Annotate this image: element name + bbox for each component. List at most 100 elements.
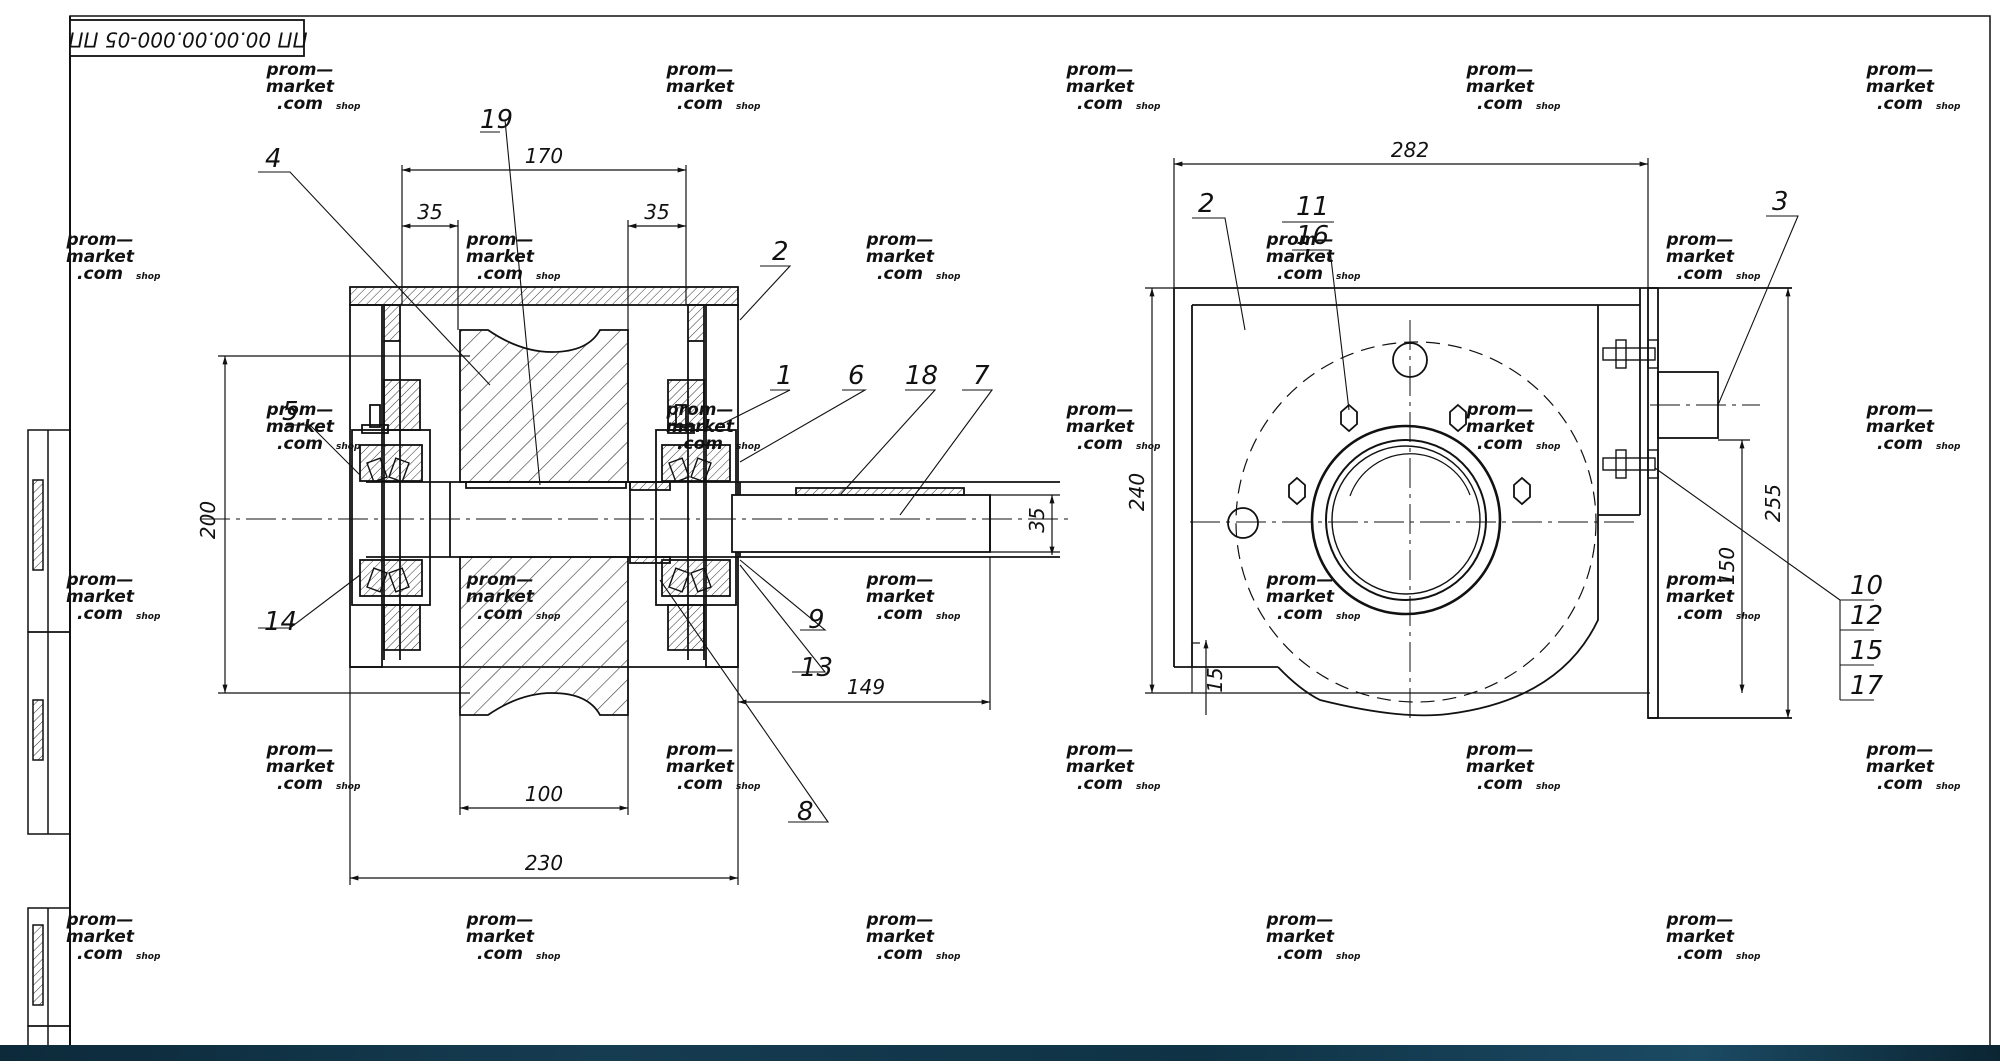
- callout-7: 7: [973, 361, 990, 391]
- callout-15: 15: [1850, 636, 1883, 666]
- svg-text:market: market: [866, 587, 935, 607]
- svg-text:shop: shop: [1936, 102, 1961, 112]
- svg-text:.com: .com: [677, 94, 723, 114]
- svg-text:market: market: [866, 247, 935, 267]
- svg-text:.com: .com: [1277, 944, 1323, 964]
- svg-text:market: market: [1066, 757, 1135, 777]
- callout-1: 1: [776, 361, 793, 391]
- svg-text:market: market: [66, 247, 135, 267]
- svg-text:market: market: [1866, 757, 1935, 777]
- callout-13: 13: [800, 653, 833, 683]
- callout-14: 14: [264, 607, 297, 637]
- svg-text:market: market: [1866, 417, 1935, 437]
- dim-282: 282: [1391, 138, 1429, 162]
- svg-text:.com: .com: [1877, 774, 1923, 794]
- svg-text:shop: shop: [1736, 272, 1761, 282]
- svg-text:.com: .com: [77, 264, 123, 284]
- svg-text:.com: .com: [877, 944, 923, 964]
- svg-text:market: market: [1466, 77, 1535, 97]
- svg-text:.com: .com: [277, 774, 323, 794]
- svg-text:.com: .com: [477, 944, 523, 964]
- svg-text:market: market: [666, 77, 735, 97]
- callout-19: 19: [480, 105, 513, 135]
- dim-149: 149: [847, 675, 885, 699]
- svg-text:shop: shop: [336, 102, 361, 112]
- svg-text:.com: .com: [1077, 774, 1123, 794]
- svg-text:.com: .com: [1477, 434, 1523, 454]
- watermark: prom—market.com shop: [666, 60, 761, 114]
- svg-text:.com: .com: [1077, 434, 1123, 454]
- svg-text:shop: shop: [1136, 442, 1161, 452]
- svg-text:prom—: prom—: [666, 740, 734, 760]
- svg-text:.com: .com: [1877, 94, 1923, 114]
- svg-text:prom—: prom—: [1466, 740, 1534, 760]
- svg-text:.com: .com: [1277, 264, 1323, 284]
- svg-text:shop: shop: [1736, 612, 1761, 622]
- svg-text:shop: shop: [936, 612, 961, 622]
- callout-17: 17: [1850, 671, 1884, 701]
- callout-6: 6: [848, 361, 865, 391]
- svg-text:.com: .com: [1677, 264, 1723, 284]
- dim-100: 100: [525, 782, 563, 806]
- dim-255: 255: [1761, 484, 1785, 522]
- dim-35-right: 35: [644, 200, 669, 224]
- svg-text:market: market: [466, 927, 535, 947]
- callout-3: 3: [1772, 187, 1789, 217]
- svg-text:prom—: prom—: [66, 910, 134, 930]
- svg-text:market: market: [666, 757, 735, 777]
- svg-text:.com: .com: [1877, 434, 1923, 454]
- svg-text:prom—: prom—: [1666, 910, 1734, 930]
- svg-text:prom—: prom—: [1466, 60, 1534, 80]
- svg-text:prom—: prom—: [1666, 570, 1734, 590]
- svg-text:prom—: prom—: [666, 60, 734, 80]
- svg-text:prom—: prom—: [66, 230, 134, 250]
- svg-text:prom—: prom—: [1866, 740, 1934, 760]
- svg-text:prom—: prom—: [866, 230, 934, 250]
- svg-text:shop: shop: [736, 782, 761, 792]
- svg-text:prom—: prom—: [266, 400, 334, 420]
- svg-text:market: market: [1066, 417, 1135, 437]
- svg-text:market: market: [66, 587, 135, 607]
- svg-text:.com: .com: [1277, 604, 1323, 624]
- document-code-box: ПП 00.00.00.000-05 ПП: [68, 19, 308, 57]
- callout-2: 2: [772, 237, 789, 267]
- svg-text:prom—: prom—: [866, 910, 934, 930]
- side-title-strip: [27, 429, 71, 1047]
- svg-text:market: market: [1266, 927, 1335, 947]
- svg-text:shop: shop: [336, 782, 361, 792]
- callout-2-right: 2: [1198, 189, 1215, 219]
- svg-text:shop: shop: [136, 612, 161, 622]
- dim-150: 150: [1715, 547, 1739, 585]
- svg-text:market: market: [1666, 247, 1735, 267]
- left-view-labels: 170 35 35 200 100 230 149 35: [196, 144, 1049, 875]
- svg-text:.com: .com: [477, 264, 523, 284]
- callout-16: 16: [1296, 221, 1329, 251]
- svg-text:market: market: [266, 77, 335, 97]
- dim-230: 230: [525, 851, 563, 875]
- svg-text:shop: shop: [736, 102, 761, 112]
- svg-text:market: market: [1466, 757, 1535, 777]
- svg-text:prom—: prom—: [266, 740, 334, 760]
- svg-text:market: market: [1466, 417, 1535, 437]
- callout-12: 12: [1850, 601, 1883, 631]
- svg-text:shop: shop: [136, 952, 161, 962]
- svg-text:.com: .com: [277, 434, 323, 454]
- svg-text:.com: .com: [77, 944, 123, 964]
